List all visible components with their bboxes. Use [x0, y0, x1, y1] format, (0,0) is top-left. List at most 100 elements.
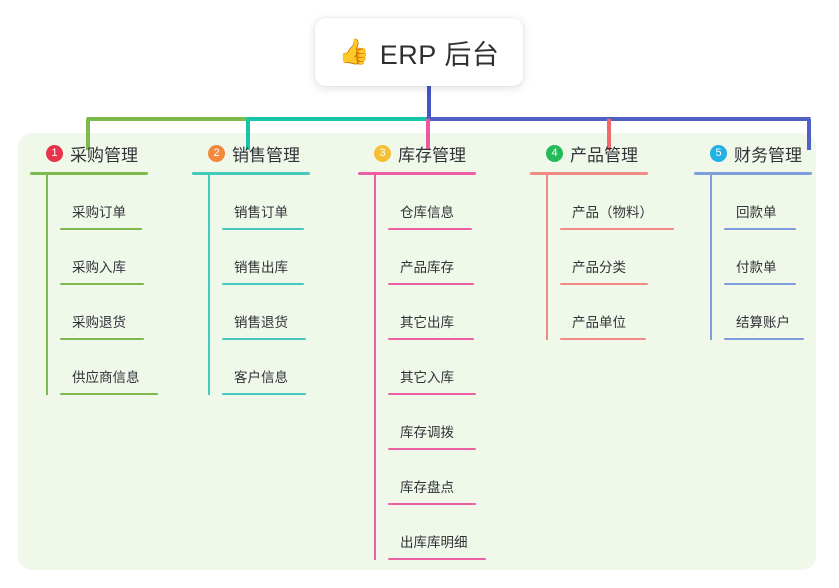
- branch-item[interactable]: 采购订单: [60, 175, 148, 230]
- branch-item-label: 销售订单: [234, 205, 288, 220]
- branch-badge-2: 2: [208, 144, 225, 162]
- branch-item-rule: [388, 448, 476, 450]
- branch-title-1: 采购管理: [70, 145, 138, 165]
- branch-title-5: 财务管理: [734, 145, 802, 165]
- branch-item-rule: [388, 558, 486, 560]
- branch-badge-4: 4: [546, 144, 563, 162]
- branch-item-label: 其它入库: [400, 370, 454, 385]
- branch-column-1: 1 采购管理采购订单采购入库采购退货供应商信息: [30, 140, 158, 395]
- branch-item-rule: [388, 228, 472, 230]
- branch-item-label: 采购退货: [72, 315, 126, 330]
- branch-item[interactable]: 仓库信息: [388, 175, 476, 230]
- branch-item-label: 付款单: [736, 260, 777, 275]
- branch-header-4[interactable]: 4 产品管理: [530, 140, 648, 166]
- branch-spine-3: [374, 175, 376, 560]
- branch-column-3: 3 库存管理仓库信息产品库存其它出库其它入库库存调拨库存盘点出库库明细: [358, 140, 486, 560]
- branch-item[interactable]: 其它出库: [388, 285, 476, 340]
- branch-items-3: 仓库信息产品库存其它出库其它入库库存调拨库存盘点出库库明细: [374, 175, 486, 560]
- branch-item[interactable]: 客户信息: [222, 340, 310, 395]
- branch-title-3: 库存管理: [398, 145, 466, 165]
- branch-item-label: 采购入库: [72, 260, 126, 275]
- branch-badge-3: 3: [374, 144, 391, 162]
- branch-item-rule: [388, 503, 476, 505]
- branch-item-rule: [222, 283, 304, 285]
- branch-item-rule: [222, 228, 304, 230]
- branch-header-3[interactable]: 3 库存管理: [358, 140, 476, 166]
- branch-item-label: 结算账户: [736, 315, 790, 330]
- branch-items-2: 销售订单销售出库销售退货客户信息: [208, 175, 310, 395]
- branch-header-2[interactable]: 2 销售管理: [192, 140, 310, 166]
- branch-item-label: 出库库明细: [400, 535, 468, 550]
- root-node[interactable]: 👍 ERP 后台: [315, 18, 523, 86]
- branches-panel: [18, 133, 816, 570]
- branch-item-label: 库存盘点: [400, 480, 454, 495]
- branch-item-rule: [724, 283, 796, 285]
- branch-item-label: 销售退货: [234, 315, 288, 330]
- branch-item[interactable]: 产品分类: [560, 230, 648, 285]
- branch-column-2: 2 销售管理销售订单销售出库销售退货客户信息: [192, 140, 310, 395]
- branch-header-5[interactable]: 5 财务管理: [694, 140, 812, 166]
- branch-item-rule: [388, 393, 476, 395]
- branch-item-rule: [222, 338, 306, 340]
- branch-header-rule-2: [192, 172, 310, 175]
- branch-item-rule: [60, 393, 158, 395]
- branch-item[interactable]: 付款单: [724, 230, 812, 285]
- branch-column-4: 4 产品管理产品（物料） 产品分类产品单位: [530, 140, 674, 340]
- branch-item-rule: [222, 393, 306, 395]
- thumbs-up-icon: 👍: [338, 37, 370, 66]
- branch-item[interactable]: 产品库存: [388, 230, 476, 285]
- branch-item[interactable]: 其它入库: [388, 340, 476, 395]
- branch-item[interactable]: 产品单位: [560, 285, 648, 340]
- branch-item-label: 产品（物料）: [572, 205, 653, 220]
- branch-badge-5: 5: [710, 144, 727, 162]
- branch-spine-4: [546, 175, 548, 340]
- root-title: ERP 后台: [379, 39, 500, 70]
- branch-title-4: 产品管理: [570, 145, 638, 165]
- branch-item[interactable]: 采购退货: [60, 285, 148, 340]
- branch-item-label: 库存调拨: [400, 425, 454, 440]
- branch-column-5: 5 财务管理回款单付款单结算账户: [694, 140, 812, 340]
- branch-item-rule: [560, 338, 646, 340]
- branch-item-rule: [388, 283, 474, 285]
- branch-header-1[interactable]: 1 采购管理: [30, 140, 148, 166]
- branch-item-label: 客户信息: [234, 370, 288, 385]
- branch-item[interactable]: 出库库明细: [388, 505, 486, 560]
- branch-item-rule: [60, 228, 142, 230]
- branch-spine-5: [710, 175, 712, 340]
- branch-item-label: 其它出库: [400, 315, 454, 330]
- branch-item[interactable]: 产品（物料）: [560, 175, 674, 230]
- branch-item-rule: [560, 283, 648, 285]
- branch-item-label: 销售出库: [234, 260, 288, 275]
- branch-item[interactable]: 库存调拨: [388, 395, 476, 450]
- branch-item-rule: [60, 338, 144, 340]
- branch-item-rule: [60, 283, 144, 285]
- branch-spine-1: [46, 175, 48, 395]
- branch-item[interactable]: 结算账户: [724, 285, 812, 340]
- branch-item[interactable]: 回款单: [724, 175, 812, 230]
- branch-header-rule-3: [358, 172, 476, 175]
- branch-header-rule-4: [530, 172, 648, 175]
- branch-item-rule: [560, 228, 674, 230]
- branch-item-label: 产品库存: [400, 260, 454, 275]
- branch-item[interactable]: 库存盘点: [388, 450, 476, 505]
- branch-item-label: 回款单: [736, 205, 777, 220]
- branch-items-4: 产品（物料） 产品分类产品单位: [546, 175, 674, 340]
- branch-badge-1: 1: [46, 144, 63, 162]
- branch-item-label: 产品单位: [572, 315, 626, 330]
- branch-header-rule-5: [694, 172, 812, 175]
- branch-item[interactable]: 供应商信息: [60, 340, 158, 395]
- branch-item-label: 产品分类: [572, 260, 626, 275]
- branch-item-rule: [388, 338, 474, 340]
- branch-item[interactable]: 销售退货: [222, 285, 310, 340]
- branch-items-5: 回款单付款单结算账户: [710, 175, 812, 340]
- branch-item-rule: [724, 338, 804, 340]
- branch-item-rule: [724, 228, 796, 230]
- branch-item-label: 仓库信息: [400, 205, 454, 220]
- branch-item-label: 供应商信息: [72, 370, 140, 385]
- branch-item[interactable]: 销售出库: [222, 230, 310, 285]
- branch-item[interactable]: 销售订单: [222, 175, 310, 230]
- branch-item[interactable]: 采购入库: [60, 230, 148, 285]
- branch-item-label: 采购订单: [72, 205, 126, 220]
- branch-title-2: 销售管理: [232, 145, 300, 165]
